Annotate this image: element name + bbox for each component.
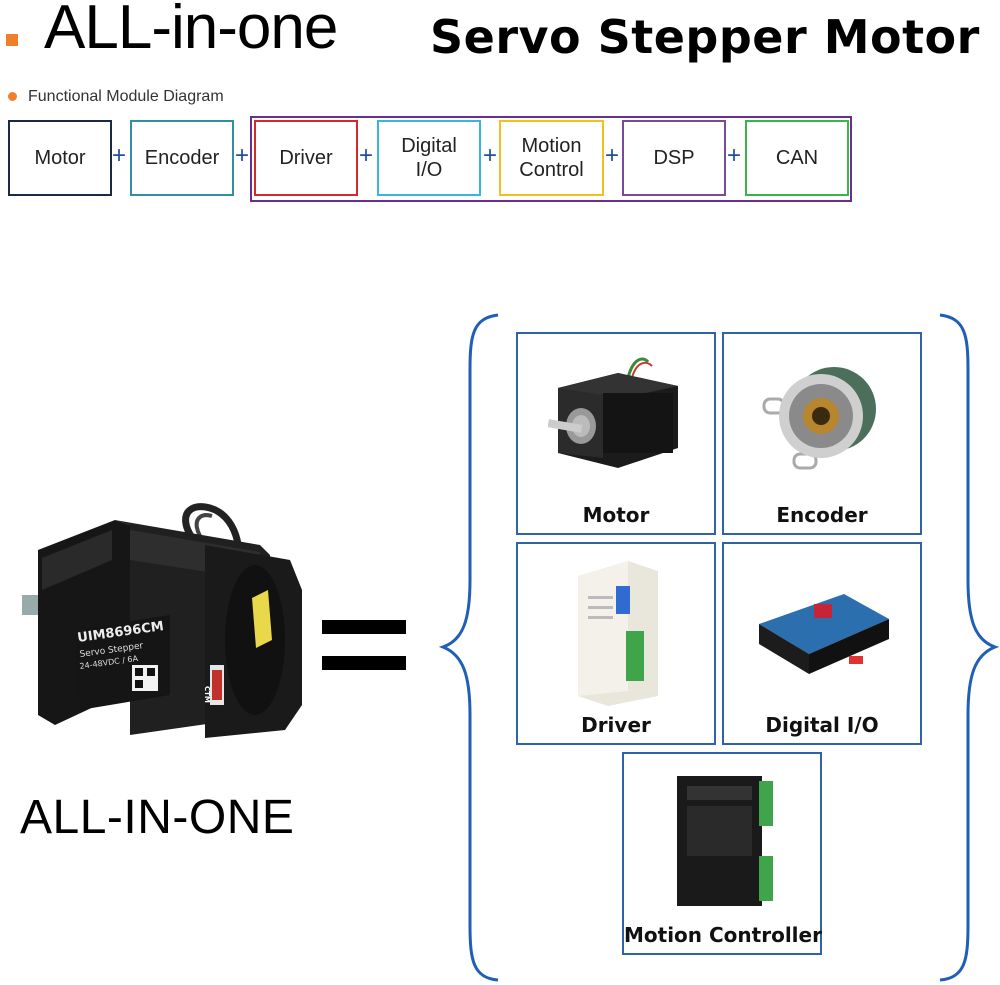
component-label: Motor — [582, 503, 650, 527]
component-motion-controller: Motion Controller — [622, 752, 822, 955]
driver-module-icon — [578, 561, 658, 706]
stepper-motor-icon — [548, 357, 678, 468]
component-label: Encoder — [776, 503, 868, 527]
component-label: Motion Controller — [624, 923, 822, 947]
plus-sign: + — [605, 142, 620, 169]
integrated-servo-stepper-motor-image: UIM8696CM Servo Stepper 24-48VDC / 6A CT… — [22, 503, 302, 738]
module-motion-control: Motion Control — [499, 120, 604, 196]
digital-io-module-icon — [759, 594, 889, 674]
module-label: Motion Control — [519, 135, 584, 181]
plus-sign: + — [359, 142, 374, 169]
component-digital-io: Digital I/O — [722, 542, 922, 745]
all-in-one-label: ALL-IN-ONE — [20, 791, 295, 844]
module-label: Encoder — [144, 147, 220, 169]
module-label: CAN — [775, 147, 819, 169]
equals-sign-top — [322, 620, 406, 634]
component-label: Digital I/O — [765, 713, 879, 737]
motion-controller-icon — [677, 776, 773, 906]
page-subtitle: Servo Stepper Motor — [430, 10, 980, 64]
rotary-encoder-icon — [762, 367, 876, 470]
integrated-group-box — [250, 116, 852, 202]
module-label: Motor — [34, 147, 86, 169]
module-digital-io: Digital I/O — [377, 120, 481, 196]
plus-sign: + — [483, 142, 498, 169]
module-label: Driver — [279, 147, 333, 169]
plus-sign: + — [112, 142, 127, 169]
page-title: ALL-in-one — [44, 0, 338, 62]
module-label: Digital I/O — [401, 135, 457, 181]
component-motor: Motor — [516, 332, 716, 535]
module-label: DSP — [653, 147, 695, 169]
left-brace — [438, 313, 499, 982]
module-driver: Driver — [254, 120, 358, 196]
equals-sign-bottom — [322, 656, 406, 670]
plus-sign: + — [235, 142, 250, 169]
motor-brand-text: CTM — [203, 686, 211, 703]
component-encoder: Encoder — [722, 332, 922, 535]
module-dsp: DSP — [622, 120, 726, 196]
component-driver: Driver — [516, 542, 716, 745]
module-motor: Motor — [8, 120, 112, 196]
diagram-label: Functional Module Diagram — [28, 88, 224, 105]
bullet-dot-icon — [8, 92, 17, 101]
module-can: CAN — [745, 120, 849, 196]
module-encoder: Encoder — [130, 120, 234, 196]
right-brace — [939, 313, 1000, 982]
component-label: Driver — [581, 713, 651, 737]
plus-sign: + — [727, 142, 742, 169]
title-bullet — [6, 34, 18, 46]
